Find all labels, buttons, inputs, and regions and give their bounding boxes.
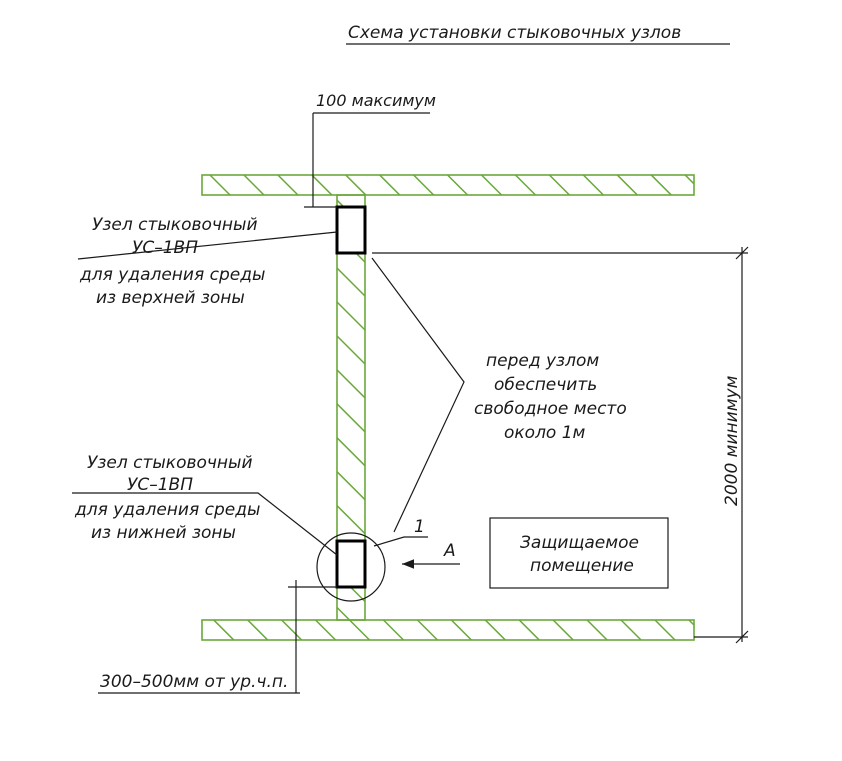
room-label-line1: Защищаемое xyxy=(520,533,639,553)
lower-node-name-line1: Узел стыковочный xyxy=(87,453,253,473)
callout-leader xyxy=(373,536,428,547)
room-label-line2: помещение xyxy=(530,556,634,576)
lower-node-purpose-line1: для удаления среды xyxy=(74,500,260,520)
note-line3: свободное место xyxy=(474,399,627,419)
upper-node-purpose-line1: для удаления среды xyxy=(79,265,265,285)
upper-node-name-line2: УС–1ВП xyxy=(132,238,198,258)
lower-node-leader xyxy=(72,492,338,556)
lower-node-name-line2: УС–1ВП xyxy=(127,475,193,495)
ceiling-slab xyxy=(201,174,695,196)
view-marker-label: А xyxy=(443,541,456,561)
upper-node-purpose-line2: из верхней зоны xyxy=(96,288,245,308)
top-dim-label: 100 максимум xyxy=(316,91,436,110)
floor-slab xyxy=(201,619,695,641)
lower-node-box xyxy=(335,539,367,589)
bottom-dim-label: 300–500мм от ур.ч.п. xyxy=(100,672,288,692)
upper-node-box xyxy=(335,205,367,255)
note-leader xyxy=(371,257,465,533)
lower-node-purpose-line2: из нижней зоны xyxy=(91,523,236,543)
upper-node-name-line1: Узел стыковочный xyxy=(92,215,258,235)
note-line2: обеспечить xyxy=(494,375,597,395)
height-dim-tick-top xyxy=(735,246,749,260)
note-line4: около 1м xyxy=(504,423,586,443)
height-dim-tick-bottom xyxy=(735,630,749,644)
height-dim-label: 2000 минимум xyxy=(722,375,742,506)
detail-circle xyxy=(316,532,386,602)
callout-number: 1 xyxy=(414,517,425,537)
protected-room-box xyxy=(489,517,669,589)
diagram-title: Схема установки стыковочных узлов xyxy=(348,23,681,43)
upper-node-leader xyxy=(77,231,338,260)
note-line1: перед узлом xyxy=(486,351,599,371)
